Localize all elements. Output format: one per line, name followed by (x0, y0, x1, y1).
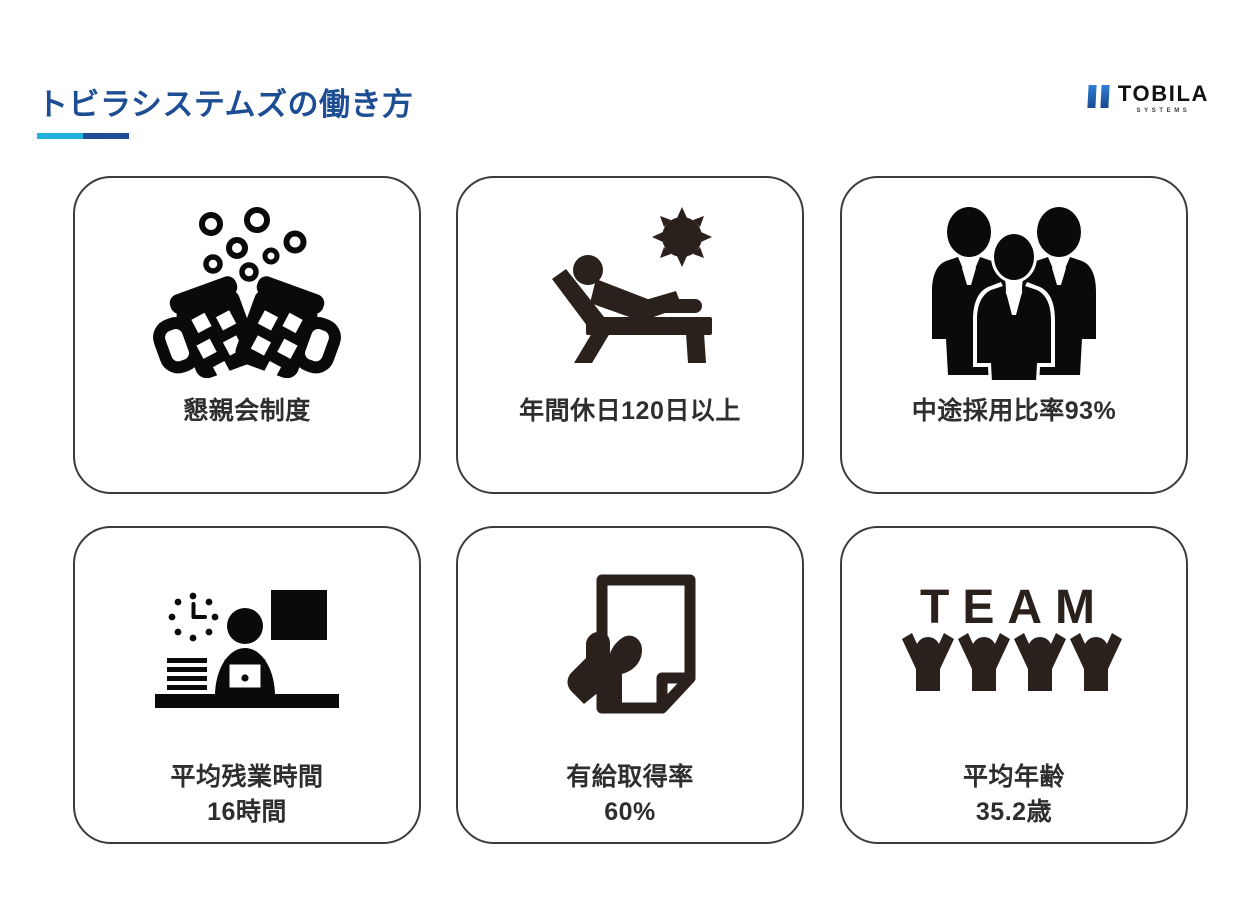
logo-bar-2 (1100, 85, 1110, 108)
card-label-line1: 有給取得率 (566, 763, 694, 791)
card-label: 年間休日120日以上 (458, 394, 802, 429)
three-businesspeople-icon (842, 192, 1186, 392)
card-average-overtime[interactable]: 平均残業時間 16時間 (73, 526, 421, 844)
beach-lounger-sun-icon (458, 192, 802, 392)
card-paid-leave-rate[interactable]: 有給取得率 60% (456, 526, 804, 844)
card-label: 中途採用比率93% (842, 394, 1186, 429)
card-label-line1: 懇親会制度 (183, 397, 311, 425)
card-label-line1: 年間休日120日以上 (519, 397, 741, 425)
team-cheering-people-icon: TEAM (842, 558, 1186, 738)
slide-header: トビラシステムズの働き方 TOBILA SYSTEMS (0, 0, 1237, 160)
logo-bars-icon (1087, 83, 1110, 108)
page-title: トビラシステムズの働き方 (37, 87, 414, 122)
card-label: 有給取得率 60% (458, 760, 802, 829)
card-average-age[interactable]: TEAM 平均年 (840, 526, 1188, 844)
beer-cheers-icon (75, 192, 419, 392)
card-label-line2: 60% (604, 797, 656, 826)
card-annual-holidays[interactable]: 年間休日120日以上 (456, 176, 804, 494)
card-label: 懇親会制度 (75, 394, 419, 429)
benefits-card-grid: 懇親会制度 (73, 176, 1188, 844)
team-word: TEAM (920, 583, 1108, 634)
card-label-line1: 中途採用比率93% (911, 397, 1117, 425)
logo-wordmark: TOBILA (1117, 81, 1209, 106)
title-underline (37, 133, 129, 139)
night-desk-work-icon (75, 558, 419, 738)
title-underline-segment-left (37, 133, 83, 139)
card-label: 平均残業時間 16時間 (75, 760, 419, 829)
logo-subtitle: SYSTEMS (1136, 108, 1191, 114)
card-label-line2: 35.2歳 (975, 797, 1053, 826)
card-label-line1: 平均年齢 (962, 763, 1065, 791)
card-label: 平均年齢 35.2歳 (842, 760, 1186, 829)
card-social-gathering[interactable]: 懇親会制度 (73, 176, 421, 494)
card-label-line1: 平均残業時間 (170, 763, 324, 791)
logo-text: TOBILA SYSTEMS (1117, 81, 1209, 115)
card-midcareer-hire-rate[interactable]: 中途採用比率93% (840, 176, 1188, 494)
hand-holding-document-icon (458, 558, 802, 738)
tobila-systems-logo: TOBILA SYSTEMS (1087, 81, 1209, 115)
title-underline-segment-right (83, 133, 129, 139)
logo-bar-1 (1087, 85, 1097, 108)
card-label-line2: 16時間 (207, 797, 287, 826)
